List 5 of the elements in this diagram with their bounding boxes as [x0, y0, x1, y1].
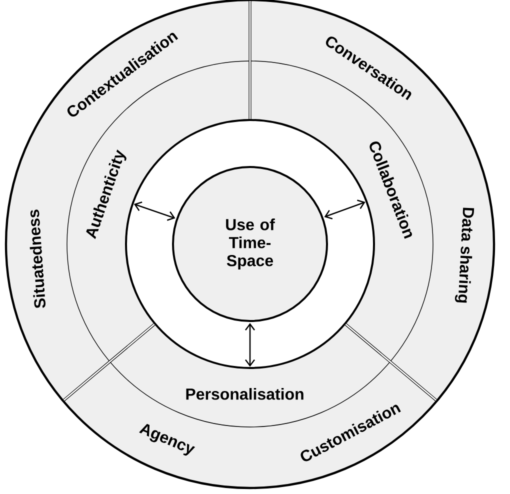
- arrow: [244, 323, 256, 367]
- node-label: Data sharing: [454, 208, 474, 303]
- arrow: [134, 201, 176, 221]
- arrow: [324, 200, 366, 220]
- node-label: Situatedness: [30, 210, 46, 308]
